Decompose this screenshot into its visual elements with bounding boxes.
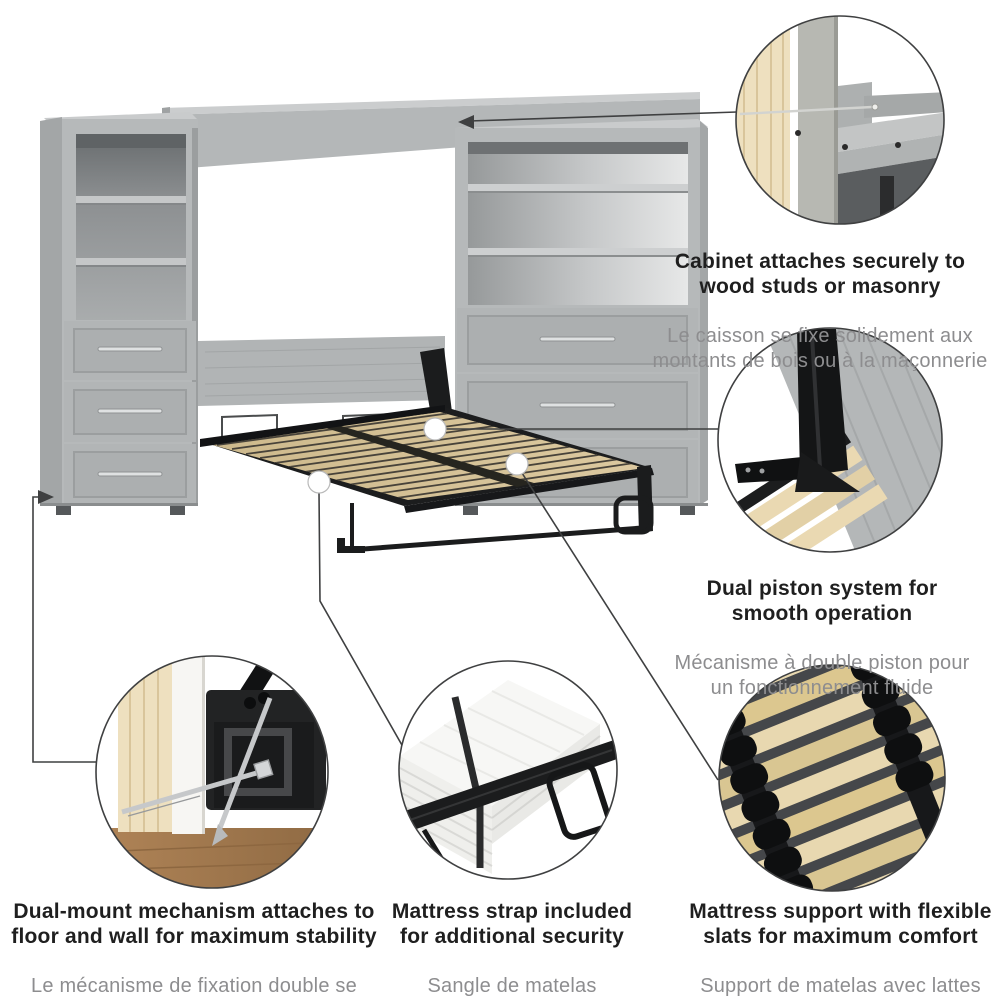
center-support-rail bbox=[316, 423, 534, 487]
left-storage-tower bbox=[40, 112, 198, 515]
leader-mattress-support bbox=[521, 472, 719, 781]
piston-bracket bbox=[795, 452, 860, 492]
caption-subtitle-fr: Support de matelas avec lattes flexibles… bbox=[700, 975, 981, 997]
arrowhead bbox=[458, 115, 474, 129]
shelf bbox=[76, 196, 186, 203]
callout-circle-outline bbox=[735, 15, 945, 225]
tower-foot bbox=[463, 506, 478, 515]
bed-legs bbox=[337, 465, 654, 553]
tower-foot bbox=[680, 506, 695, 515]
baseboard bbox=[172, 656, 205, 834]
right-tower-open-shelves bbox=[468, 142, 688, 305]
feature-point-markers bbox=[307, 417, 529, 494]
leader-dual-mount bbox=[32, 490, 100, 763]
arrowhead bbox=[38, 490, 54, 504]
bed-face-panel bbox=[198, 336, 445, 406]
leader-cabinet-attachment bbox=[458, 111, 738, 129]
shelf bbox=[76, 258, 186, 265]
left-tower-drawers bbox=[64, 321, 196, 505]
callout-circle-outline bbox=[95, 655, 329, 889]
caption-mattress-support: Mattress support with flexible slats for… bbox=[668, 874, 1000, 1000]
drawer-handle bbox=[539, 402, 616, 408]
callout-circle-outline bbox=[718, 664, 946, 892]
drawer bbox=[64, 321, 196, 380]
caption-dual-mount: Dual-mount mechanism attaches to floor a… bbox=[8, 874, 380, 1000]
left-tower-open-shelves bbox=[76, 134, 186, 320]
caption-cabinet-attachment: Cabinet attaches securely to wood studs … bbox=[630, 224, 1000, 399]
leg-loop bbox=[546, 762, 612, 840]
callout-cabinet-attachment-photo bbox=[735, 15, 945, 225]
drawer-handle bbox=[97, 408, 163, 414]
caption-subtitle-fr: Mécanisme à double piston pour un foncti… bbox=[674, 652, 970, 699]
drawer bbox=[457, 374, 698, 438]
bed-platform bbox=[200, 405, 654, 513]
shelf bbox=[468, 248, 688, 255]
caption-subtitle-fr: Sangle de matelas incluse pour une sécur… bbox=[427, 975, 597, 997]
caption-subtitle-fr: Le mécanisme de fixation double se fixe … bbox=[31, 975, 357, 997]
marker-strap bbox=[307, 470, 331, 494]
leader-lines bbox=[32, 111, 738, 781]
callout-circle-outline bbox=[398, 660, 618, 880]
callout-circle-outline bbox=[717, 327, 943, 553]
screw-head bbox=[253, 759, 274, 780]
caption-subtitle-fr: Le caisson se fixe solidement aux montan… bbox=[652, 325, 988, 372]
callout-dual-piston-photo bbox=[717, 327, 943, 553]
drawer bbox=[457, 308, 698, 372]
mounting-screw bbox=[739, 105, 873, 116]
wood-stud bbox=[736, 16, 790, 224]
drawer-handle bbox=[97, 346, 163, 352]
cabinet-top-corner bbox=[838, 82, 944, 224]
callout-dual-mount-photo bbox=[95, 655, 329, 889]
bed-face-panel-grain bbox=[204, 346, 441, 397]
caption-title: Cabinet attaches securely to wood studs … bbox=[674, 250, 966, 298]
caption-mattress-strap: Mattress strap included for additional s… bbox=[352, 874, 672, 1000]
lag-screws bbox=[121, 697, 274, 846]
callout-mattress-strap-photo bbox=[398, 660, 618, 880]
wall-bed-unit bbox=[40, 92, 708, 553]
caption-title: Dual piston system for smooth operation bbox=[706, 577, 938, 625]
frame-arm bbox=[735, 457, 807, 483]
leader-mattress-strap bbox=[318, 491, 416, 769]
tower-foot bbox=[56, 506, 71, 515]
caption-title: Mattress strap included for additional s… bbox=[391, 900, 633, 948]
marker-piston bbox=[423, 417, 447, 441]
drawer bbox=[64, 444, 196, 505]
drawer-handle bbox=[97, 471, 163, 477]
caption-title: Mattress support with flexible slats for… bbox=[689, 900, 992, 948]
drawer bbox=[64, 382, 196, 442]
marker-slats bbox=[505, 452, 529, 476]
tower-foot bbox=[170, 506, 185, 515]
piston-column bbox=[797, 329, 848, 477]
shelf bbox=[468, 184, 688, 191]
drawer-handle bbox=[539, 336, 616, 342]
caption-title: Dual-mount mechanism attaches to floor a… bbox=[11, 900, 377, 948]
wall-corner bbox=[798, 16, 838, 224]
caption-dual-piston: Dual piston system for smooth operation … bbox=[642, 551, 1000, 726]
